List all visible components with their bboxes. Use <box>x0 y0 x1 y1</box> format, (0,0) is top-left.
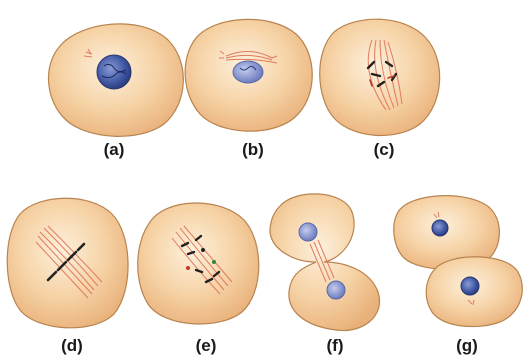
cell-e-anaphase <box>138 203 259 324</box>
cell-g-daughter-cells <box>394 196 523 327</box>
cell-a-interphase <box>49 24 184 136</box>
cell-b-prophase <box>185 19 312 131</box>
label-c: (c) <box>354 140 414 160</box>
label-g: (g) <box>437 336 497 356</box>
cell-f-telophase <box>270 194 380 331</box>
cell-b-nucleus <box>233 61 263 83</box>
cell-c-membrane <box>320 19 440 135</box>
label-b: (b) <box>223 140 283 160</box>
cell-f-nucleus-bottom <box>327 281 345 299</box>
cell-g-bottom <box>426 257 522 327</box>
cell-f-nucleus-top <box>299 223 317 241</box>
cell-f-membrane <box>270 194 380 331</box>
label-d: (d) <box>42 336 102 356</box>
cell-d-metaphase <box>7 198 128 328</box>
cell-c-prometaphase <box>320 19 440 135</box>
label-a: (a) <box>84 140 144 160</box>
label-f: (f) <box>305 336 365 356</box>
label-e: (e) <box>176 336 236 356</box>
cell-a-nucleus <box>97 55 131 89</box>
cell-e-membrane <box>138 203 259 324</box>
cell-d-membrane <box>7 198 128 328</box>
